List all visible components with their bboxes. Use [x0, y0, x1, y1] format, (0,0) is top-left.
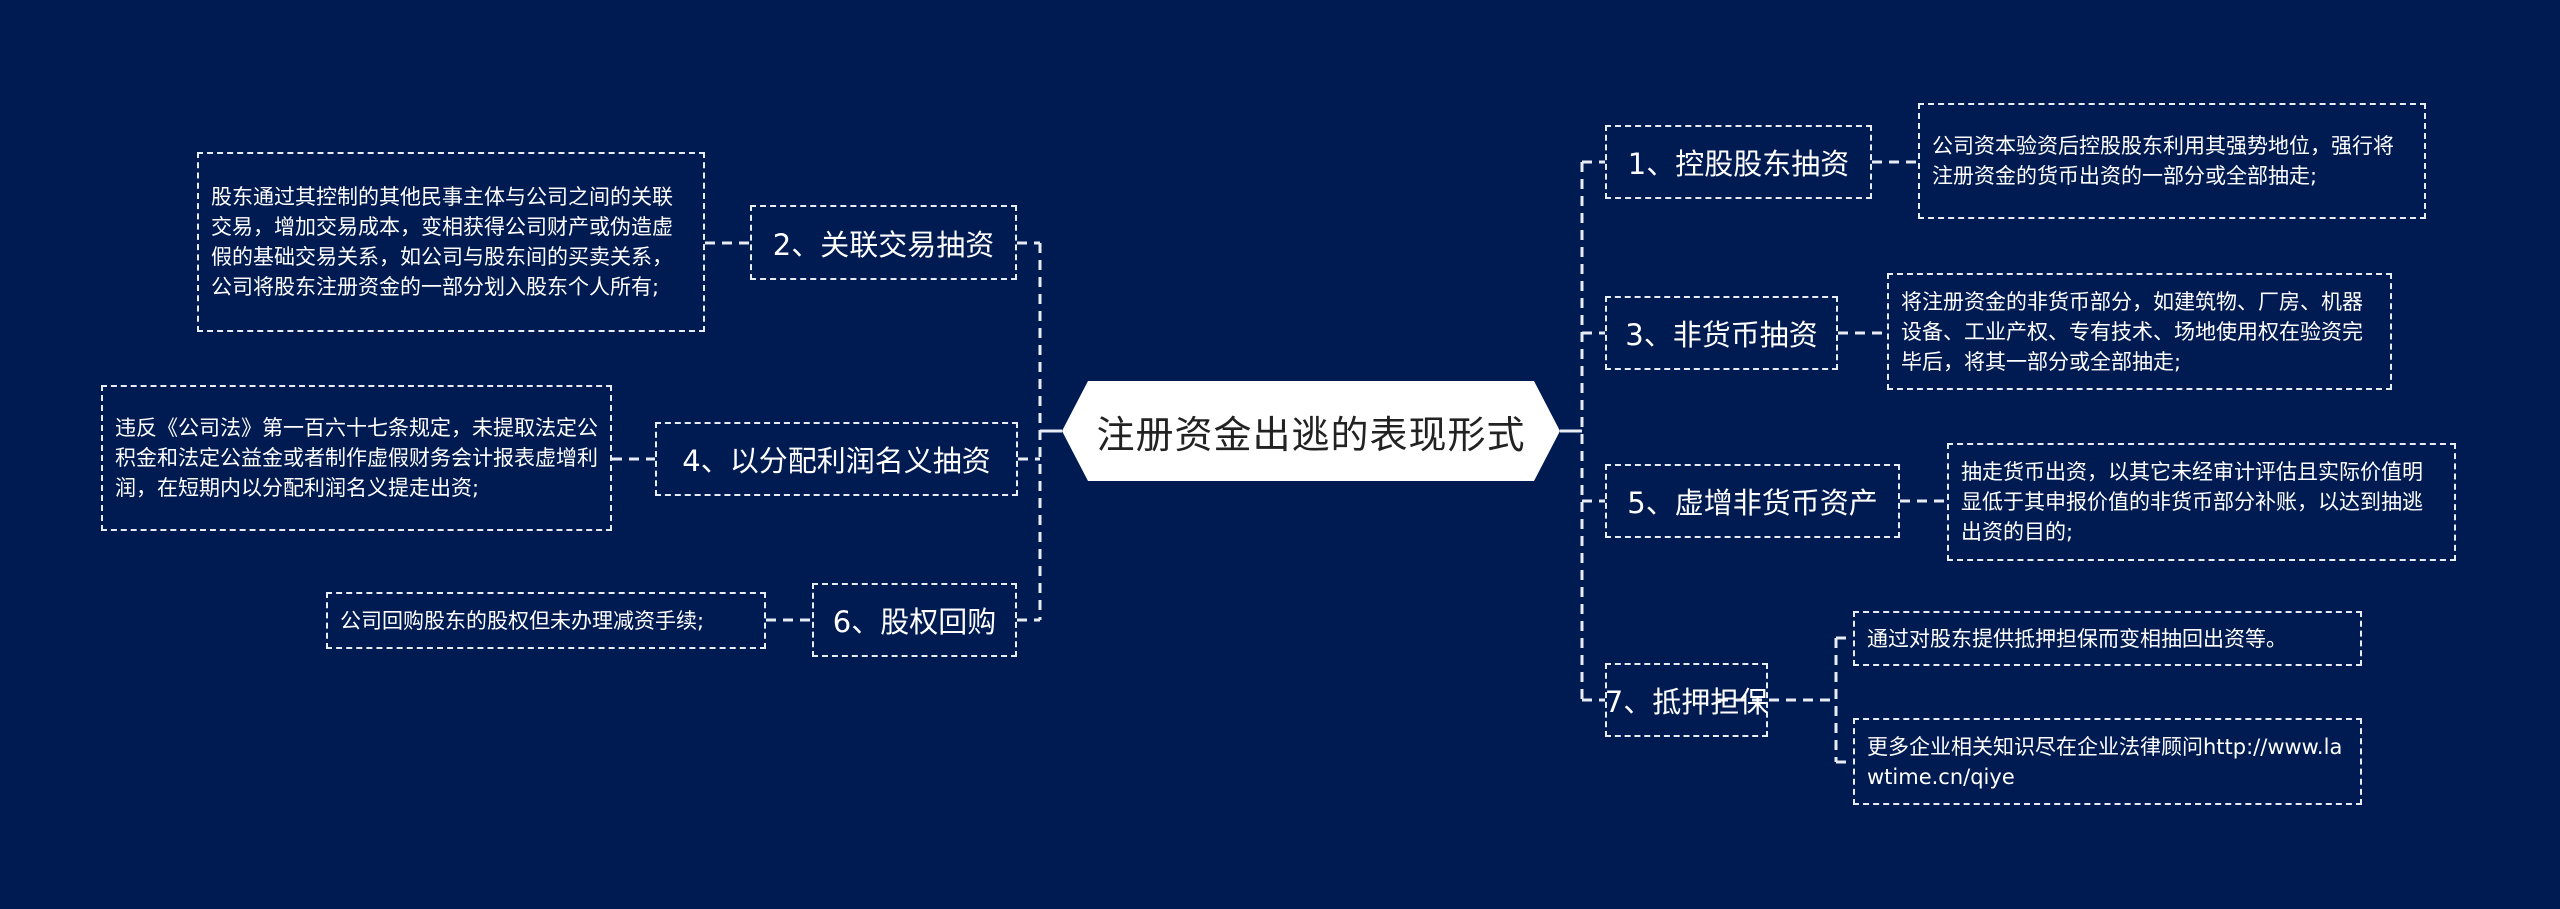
detail-inflated-assets[interactable]: 抽走货币出资，以其它未经审计评估且实际价值明显低于其申报价值的非货币部分补账，以…	[1947, 443, 2456, 561]
topic-related-party-transaction[interactable]: 2、关联交易抽资	[750, 205, 1017, 280]
topic-equity-buyback[interactable]: 6、股权回购	[812, 583, 1017, 657]
topic-label: 3、非货币抽资	[1625, 318, 1818, 352]
topic-label: 5、虚增非货币资产	[1627, 486, 1878, 520]
detail-text: 抽走货币出资，以其它未经审计评估且实际价值明显低于其申报价值的非货币部分补账，以…	[1961, 460, 2423, 544]
detail-text: 公司回购股东的股权但未办理减资手续;	[340, 608, 705, 633]
detail-text: 违反《公司法》第一百六十七条规定，未提取法定公积金和法定公益金或者制作虚假财务会…	[115, 416, 598, 500]
topic-label: 1、控股股东抽资	[1627, 147, 1850, 181]
detail-controlling-shareholder[interactable]: 公司资本验资后控股股东利用其强势地位，强行将注册资金的货币出资的一部分或全部抽走…	[1918, 103, 2426, 219]
topic-non-monetary[interactable]: 3、非货币抽资	[1605, 296, 1838, 370]
topic-controlling-shareholder[interactable]: 1、控股股东抽资	[1605, 125, 1872, 199]
detail-equity-buyback[interactable]: 公司回购股东的股权但未办理减资手续;	[326, 592, 766, 649]
detail-text: 将注册资金的非货币部分，如建筑物、厂房、机器设备、工业产权、专有技术、场地使用权…	[1901, 289, 2363, 374]
detail-text: 公司资本验资后控股股东利用其强势地位，强行将注册资金的货币出资的一部分或全部抽走…	[1932, 134, 2394, 188]
topic-label: 6、股权回购	[832, 605, 997, 639]
detail-mortgage-guarantee[interactable]: 通过对股东提供抵押担保而变相抽回出资等。	[1853, 611, 2362, 666]
detail-profit-distribution[interactable]: 违反《公司法》第一百六十七条规定，未提取法定公积金和法定公益金或者制作虚假财务会…	[101, 385, 612, 531]
topic-label: 7、抵押担保	[1604, 685, 1769, 719]
detail-text: 更多企业相关知识尽在企业法律顾问http://www.lawtime.cn/qi…	[1867, 734, 2343, 789]
topic-mortgage-guarantee[interactable]: 7、抵押担保	[1605, 663, 1768, 737]
detail-related-party-transaction[interactable]: 股东通过其控制的其他民事主体与公司之间的关联交易，增加交易成本，变相获得公司财产…	[197, 152, 705, 332]
detail-text: 通过对股东提供抵押担保而变相抽回出资等。	[1867, 626, 2287, 651]
detail-non-monetary[interactable]: 将注册资金的非货币部分，如建筑物、厂房、机器设备、工业产权、专有技术、场地使用权…	[1887, 273, 2392, 390]
topic-profit-distribution[interactable]: 4、以分配利润名义抽资	[655, 422, 1018, 496]
detail-lawtime-link[interactable]: 更多企业相关知识尽在企业法律顾问http://www.lawtime.cn/qi…	[1853, 718, 2362, 805]
topic-inflated-assets[interactable]: 5、虚增非货币资产	[1605, 464, 1900, 538]
central-topic[interactable]: 注册资金出逃的表现形式	[1062, 381, 1560, 481]
central-topic-label: 注册资金出逃的表现形式	[1096, 412, 1526, 457]
detail-text: 股东通过其控制的其他民事主体与公司之间的关联交易，增加交易成本，变相获得公司财产…	[211, 185, 673, 299]
topic-label: 4、以分配利润名义抽资	[682, 444, 991, 478]
topic-label: 2、关联交易抽资	[772, 227, 995, 262]
